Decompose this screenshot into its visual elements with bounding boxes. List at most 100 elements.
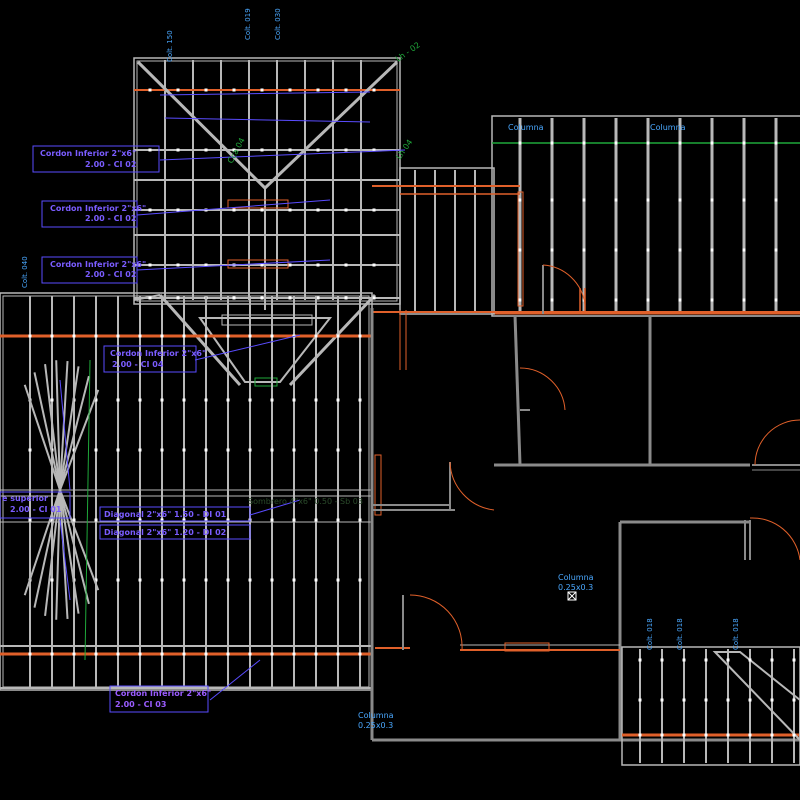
joint-tick (770, 698, 774, 702)
joint-tick (704, 698, 708, 702)
joint-tick (182, 334, 186, 338)
joint-tick (344, 296, 348, 300)
joint-tick (50, 334, 54, 338)
col-label: Colt. 018 (676, 618, 684, 650)
joint-tick (314, 652, 318, 656)
radial-rafter (33, 372, 61, 491)
joint-tick (726, 698, 730, 702)
callout-text: 2.00 - CI 04 (112, 360, 164, 369)
joint-tick (710, 198, 714, 202)
joint-tick (270, 334, 274, 338)
joint-tick (770, 658, 774, 662)
joint-tick (288, 296, 292, 300)
joint-tick (614, 298, 618, 302)
joint-tick (248, 578, 252, 582)
joint-tick (248, 334, 252, 338)
joint-tick (248, 398, 252, 402)
joint-tick (550, 198, 554, 202)
joint-tick (614, 248, 618, 252)
joint-tick (336, 652, 340, 656)
joint-tick (770, 733, 774, 737)
joint-tick (148, 148, 152, 152)
joint-tick (204, 448, 208, 452)
joint-tick (742, 198, 746, 202)
radial-rafter (44, 363, 61, 491)
bottom-right-roof (621, 646, 800, 766)
joint-tick (288, 148, 292, 152)
annotation-line (136, 259, 331, 271)
joint-tick (358, 398, 362, 402)
annotation-line (209, 659, 261, 701)
radial-rafter (59, 375, 90, 491)
joint-tick (176, 88, 180, 92)
joint-tick (248, 448, 252, 452)
joint-tick (182, 578, 186, 582)
joint-tick (646, 248, 650, 252)
joint-tick (344, 208, 348, 212)
joint-tick (748, 733, 752, 737)
joint-tick (646, 198, 650, 202)
hip-wedge (712, 651, 800, 742)
joint-tick (292, 398, 296, 402)
joint-tick (204, 334, 208, 338)
radial-rafter (55, 489, 61, 620)
framing-geometry (0, 57, 800, 766)
joint-tick (660, 733, 664, 737)
radial-rafter (55, 360, 61, 491)
joint-tick (160, 334, 164, 338)
columna-size: 0.25x0.3 (558, 583, 593, 592)
hip-rafter (136, 60, 267, 190)
joint-tick (232, 296, 236, 300)
joint-tick (742, 298, 746, 302)
callout-text: Diagonal 2"x6" 1.20 - DI 02 (104, 528, 226, 537)
col-label: Colt. 030 (274, 8, 282, 40)
joint-tick (314, 518, 318, 522)
hip-rafter (263, 60, 399, 190)
callout-ci04: Cordon Inferior 2"x6" 2.00 - CI 04 (103, 345, 206, 373)
callout-text: 2.00 - CI 02 (85, 160, 136, 169)
columna-label: Columna (558, 573, 594, 582)
joint-tick (260, 208, 264, 212)
joint-tick (316, 208, 320, 212)
joint-tick (638, 658, 642, 662)
annotation-line (164, 117, 371, 123)
joint-tick (748, 658, 752, 662)
callout-text: 2.00 - CI 03 (115, 700, 166, 709)
radial-rafter (59, 389, 100, 491)
joint-tick (358, 448, 362, 452)
joint-tick (638, 733, 642, 737)
door-arc (519, 367, 566, 411)
joint-tick (226, 448, 230, 452)
joint-tick (614, 141, 618, 145)
joint-tick (28, 652, 32, 656)
joint-tick (614, 198, 618, 202)
joint-tick (358, 578, 362, 582)
callout-text: 2.00 - CI 02 (85, 270, 136, 279)
joint-tick (270, 518, 274, 522)
joint-tick (94, 334, 98, 338)
joint-tick (28, 448, 32, 452)
annotation-line (249, 499, 301, 516)
beam (221, 314, 313, 326)
joint-tick (182, 652, 186, 656)
joint-tick (270, 578, 274, 582)
joint-tick (292, 652, 296, 656)
beam (227, 259, 289, 269)
callout-text: 2.00 - CI 01 (10, 505, 62, 514)
joint-tick (314, 398, 318, 402)
columna-size-bottom: 0.25x0.3 (358, 721, 393, 730)
joint-tick (94, 652, 98, 656)
joint-tick (774, 298, 778, 302)
joint-tick (138, 398, 142, 402)
joint-tick (160, 518, 164, 522)
joint-tick (682, 658, 686, 662)
annotation-line (136, 199, 331, 216)
callout-text: Cordon Inferior 2"x6" (115, 689, 211, 698)
joint-tick (160, 652, 164, 656)
callout-superior: e superior 2.00 - CI 01 (0, 491, 71, 519)
joint-tick (28, 334, 32, 338)
joint-tick (792, 698, 796, 702)
connector-outline (399, 167, 495, 315)
joint-tick (336, 578, 340, 582)
